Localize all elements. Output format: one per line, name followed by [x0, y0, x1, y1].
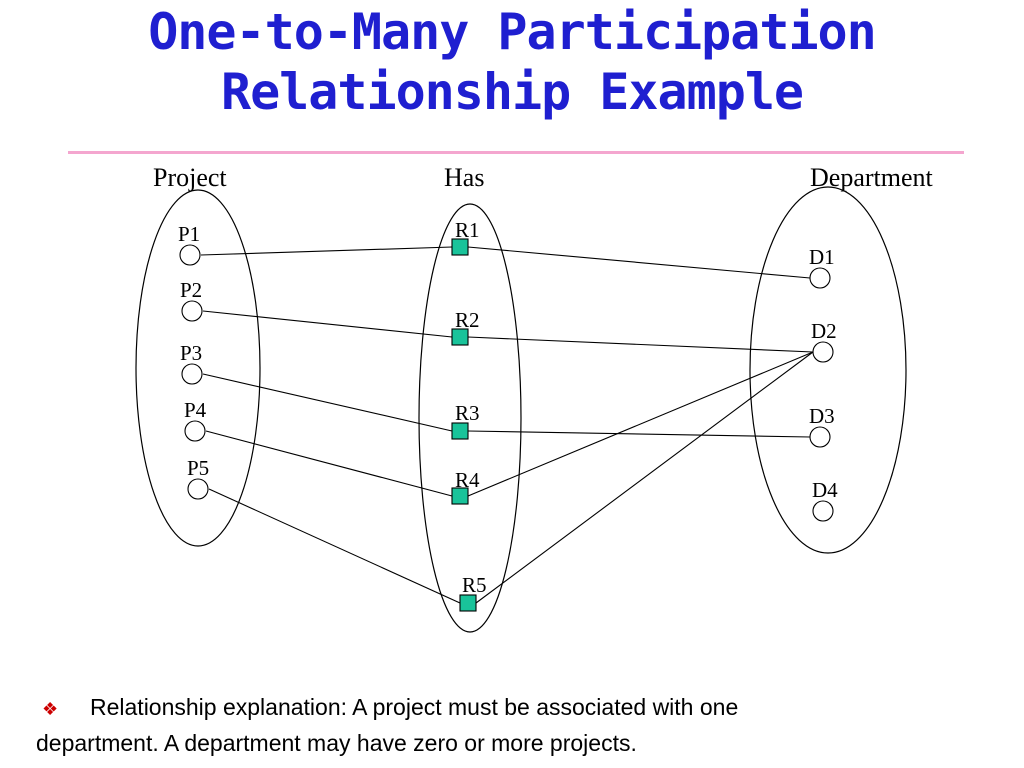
has-set-ellipse	[418, 203, 522, 633]
relationship-node-r5	[459, 594, 477, 612]
project-label-p1: P1	[178, 222, 200, 246]
link-line-p4-r4	[205, 430, 453, 497]
relationship-node-r1	[451, 238, 469, 256]
link-lines	[200, 246, 814, 604]
link-line-p1-r1	[200, 246, 453, 256]
department-label-d4: D4	[812, 478, 838, 502]
explanation-line-1: Relationship explanation: A project must…	[90, 694, 739, 720]
link-line-r3-d3	[467, 430, 811, 438]
slide-title: One-to-Many Participation Relationship E…	[0, 2, 1024, 122]
department-set-ellipse	[749, 186, 907, 554]
project-node-p5	[187, 478, 209, 500]
title-line-1: One-to-Many Participation	[148, 3, 877, 61]
department-label-d3: D3	[809, 404, 835, 428]
explanation-line-2: department. A department may have zero o…	[36, 730, 637, 756]
project-node-p3	[181, 363, 203, 385]
link-line-p3-r3	[202, 373, 453, 432]
relationship-node-r3	[451, 422, 469, 440]
project-node-p4	[184, 420, 206, 442]
department-node-d3	[809, 426, 831, 448]
project-label-p2: P2	[180, 278, 202, 302]
title-divider	[68, 151, 964, 154]
heading-has: Has	[444, 163, 484, 192]
title-line-2: Relationship Example	[220, 63, 804, 121]
project-node-p1	[179, 244, 201, 266]
department-node-d1	[809, 267, 831, 289]
project-node-p2	[181, 300, 203, 322]
project-label-p3: P3	[180, 341, 202, 365]
department-node-d4	[812, 500, 834, 522]
explanation-bullet: ❖ Relationship explanation: A project mus…	[36, 690, 936, 760]
relationship-label-r3: R3	[455, 401, 480, 425]
department-label-d2: D2	[811, 319, 837, 343]
link-line-r4-d2	[467, 351, 814, 497]
relationship-node-r2	[451, 328, 469, 346]
relationship-label-r1: R1	[455, 218, 480, 242]
relationship-label-r5: R5	[462, 573, 487, 597]
link-line-r2-d2	[467, 336, 814, 353]
link-line-p2-r2	[202, 310, 453, 338]
project-set-ellipse	[135, 189, 261, 547]
department-label-d1: D1	[809, 245, 835, 269]
heading-department: Department	[810, 163, 934, 192]
link-line-p5-r5	[208, 488, 461, 604]
diamond-bullet-icon: ❖	[42, 699, 59, 719]
department-node-d2	[812, 341, 834, 363]
link-line-r5-d2	[475, 351, 814, 604]
heading-project: Project	[153, 163, 227, 192]
project-label-p5: P5	[187, 456, 209, 480]
link-line-r1-d1	[467, 246, 811, 279]
project-label-p4: P4	[184, 398, 207, 422]
relationship-label-r4: R4	[455, 468, 480, 492]
relationship-node-r4	[451, 487, 469, 505]
relationship-label-r2: R2	[455, 308, 480, 332]
